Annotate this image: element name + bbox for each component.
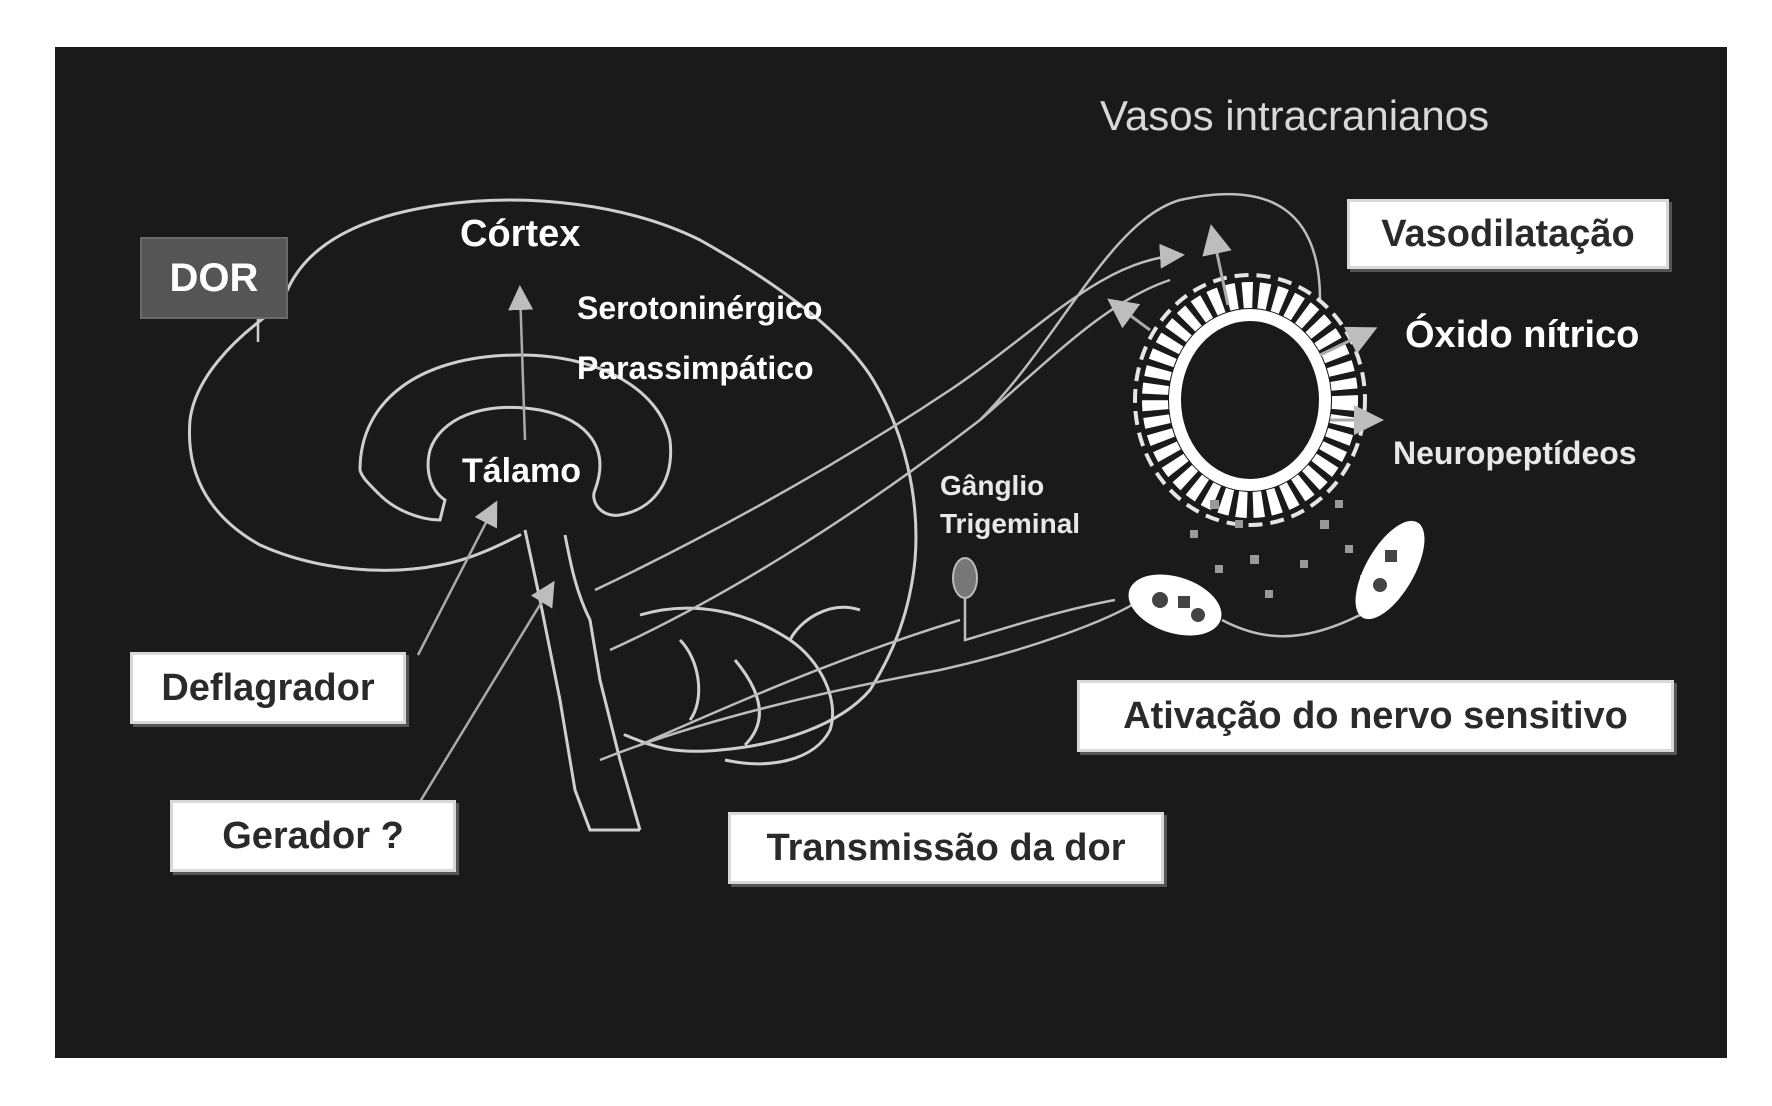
label-gerador: Gerador ? (170, 800, 456, 872)
label-ganglio: Gânglio (940, 470, 1045, 501)
projection-fibers (594, 192, 1322, 762)
label-serotoninergico: Serotoninérgico (577, 290, 823, 326)
label-deflagrador: Deflagrador (130, 652, 406, 724)
label-ativacao: Ativação do nervo sensitivo (1077, 680, 1674, 752)
label-trigeminal: Trigeminal (940, 508, 1081, 539)
corpus-callosum (358, 353, 673, 522)
deflagrador-text: Deflagrador (161, 666, 375, 709)
label-parassimpatico: Parassimpático (577, 350, 814, 386)
label-transmissao: Transmissão da dor (728, 812, 1164, 884)
label-dor: DOR (140, 237, 288, 319)
label-cortex: Córtex (460, 213, 581, 255)
label-arrows (256, 285, 555, 806)
label-vasos: Vasos intracranianos (1100, 92, 1490, 139)
label-oxido: Óxido nítrico (1405, 314, 1640, 356)
trigeminal-ganglion (952, 557, 1116, 642)
ativacao-text: Ativação do nervo sensitivo (1123, 694, 1628, 737)
transmissao-text: Transmissão da dor (766, 826, 1126, 869)
dor-text: DOR (169, 255, 259, 300)
intracranial-vessel (1107, 224, 1384, 527)
brain-outline (187, 198, 918, 753)
gerador-text: Gerador ? (222, 814, 404, 857)
brainstem (523, 529, 861, 832)
label-vasodilatacao: Vasodilatação (1347, 199, 1669, 269)
vasodilatacao-text: Vasodilatação (1381, 212, 1635, 255)
sensory-nerve-endings (1128, 520, 1425, 638)
label-neuropeptideos: Neuropeptídeos (1393, 435, 1637, 471)
label-talamo: Tálamo (462, 452, 582, 490)
